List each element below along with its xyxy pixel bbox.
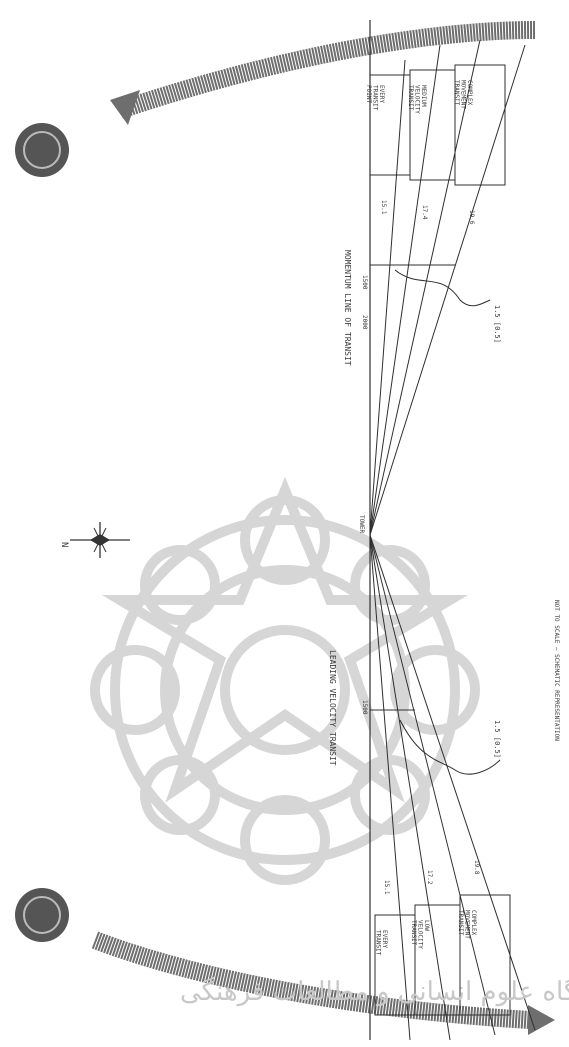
center-label: TOWER xyxy=(358,515,365,533)
compass-label: N xyxy=(59,542,69,547)
upper-box-3-text: COMPLEXMOVEMENTTRANSIT xyxy=(453,80,473,109)
lower-mark-1: 1500 xyxy=(361,700,368,715)
lower-box-labels: EVERYTRANSIT LOWVELOCITYTRANSIT COMPLEXM… xyxy=(374,860,480,956)
lower-box-3-text: COMPLEXMOVEMENTTRANSIT xyxy=(457,910,477,939)
north-compass-icon xyxy=(70,522,130,558)
lower-callout-label: 1.5 [0.5] xyxy=(493,720,501,758)
watermark-text: شگاه علوم انسانی و مطالعات فرهنگی xyxy=(180,976,569,1007)
upper-box-3-value: 19.6 xyxy=(468,210,475,225)
upper-section-title: MOMENTUM LINE OF TRANSIT xyxy=(343,250,352,366)
lower-box-1-value: 15.1 xyxy=(383,880,390,895)
lower-box-2-text: LOWVELOCITYTRANSIT xyxy=(410,920,430,949)
lower-box-1-text: EVERYTRANSIT xyxy=(374,930,388,956)
lower-station-icon xyxy=(15,888,69,942)
watermark-ornament xyxy=(95,490,475,880)
lower-section-title: LEADING VELOCITY TRANSIT xyxy=(328,650,337,766)
upper-callout-curve xyxy=(395,270,490,306)
lower-box-3-value: 19.8 xyxy=(473,860,480,875)
upper-box-2-value: 17.4 xyxy=(421,205,428,220)
upper-box-group xyxy=(370,65,505,265)
upper-mark-1: 1500 xyxy=(361,275,368,290)
upper-box-2-text: MEDIUMVELOCITYTRANSIT xyxy=(407,85,427,114)
upper-station-icon xyxy=(15,123,69,177)
footnote: NOT TO SCALE — SCHEMATIC REPRESENTATION xyxy=(553,600,560,741)
upper-callout-label: 1.5 [0.5] xyxy=(493,305,501,343)
upper-box-labels: EVERYTRANSITPOINT MEDIUMVELOCITYTRANSIT … xyxy=(365,80,475,225)
lower-box-2-value: 17.2 xyxy=(426,870,433,885)
upper-box-1-text: EVERYTRANSITPOINT xyxy=(365,85,385,111)
upper-mark-2: 2000 xyxy=(361,315,368,330)
upper-box-1-value: 15.1 xyxy=(380,200,387,215)
